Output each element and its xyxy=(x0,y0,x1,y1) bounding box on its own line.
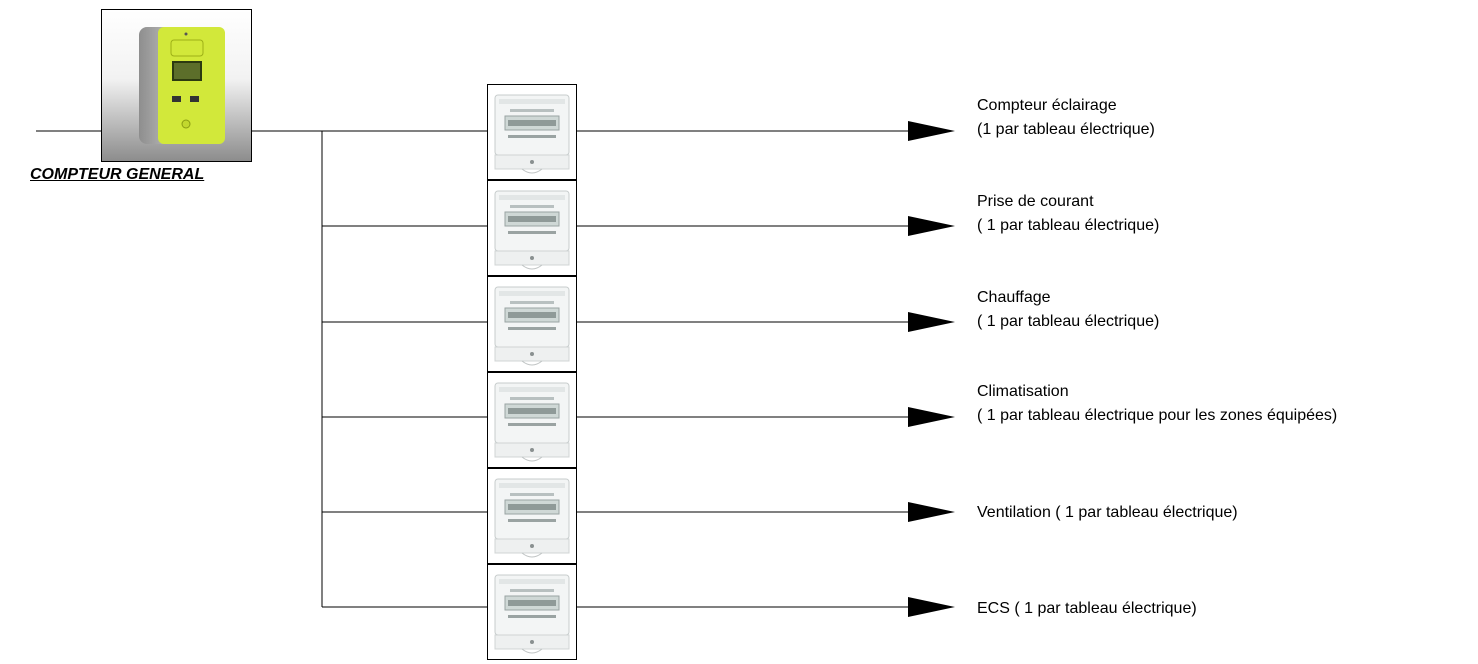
circuit-note: ( 1 par tableau électrique pour les zone… xyxy=(977,407,1338,424)
circuit-note: ( 1 par tableau électrique) xyxy=(977,217,1160,234)
sub-meter xyxy=(487,84,577,180)
sub-meter xyxy=(487,564,577,660)
arrow-icon xyxy=(908,407,955,427)
arrow-icon xyxy=(908,597,955,617)
main-meter xyxy=(101,9,252,162)
sub-meter-icon xyxy=(488,277,576,376)
circuit-label: Ventilation ( 1 par tableau électrique) xyxy=(977,501,1238,525)
sub-meter-icon xyxy=(488,565,576,664)
circuit-name: ECS ( 1 par tableau électrique) xyxy=(977,600,1197,617)
sub-meter-icon xyxy=(488,373,576,472)
circuit-label: Compteur éclairage (1 par tableau électri… xyxy=(977,94,1155,142)
arrow-icon xyxy=(908,502,955,522)
branch-lines xyxy=(322,121,955,617)
circuit-name: Ventilation ( 1 par tableau électrique) xyxy=(977,504,1238,521)
circuit-label: Prise de courant ( 1 par tableau électriq… xyxy=(977,190,1159,238)
circuit-note: (1 par tableau électrique) xyxy=(977,121,1155,138)
circuit-note: ( 1 par tableau électrique) xyxy=(977,313,1160,330)
circuit-name: Chauffage xyxy=(977,289,1051,306)
circuit-label: Climatisation ( 1 par tableau électrique … xyxy=(977,380,1337,428)
sub-meter-icon xyxy=(488,181,576,280)
sub-meter-icon xyxy=(488,85,576,184)
arrow-icon xyxy=(908,312,955,332)
sub-meter xyxy=(487,180,577,276)
sub-meter-icon xyxy=(488,469,576,568)
main-meter-label: COMPTEUR GENERAL xyxy=(30,166,205,183)
arrow-icon xyxy=(908,216,955,236)
arrow-icon xyxy=(908,121,955,141)
circuit-label: Chauffage ( 1 par tableau électrique) xyxy=(977,286,1159,334)
sub-meter xyxy=(487,372,577,468)
circuit-label: ECS ( 1 par tableau électrique) xyxy=(977,597,1197,621)
sub-meter xyxy=(487,276,577,372)
circuit-name: Compteur éclairage xyxy=(977,97,1117,114)
electric-meter-icon xyxy=(102,10,251,161)
circuit-name: Climatisation xyxy=(977,383,1069,400)
sub-meter xyxy=(487,468,577,564)
circuit-name: Prise de courant xyxy=(977,193,1094,210)
